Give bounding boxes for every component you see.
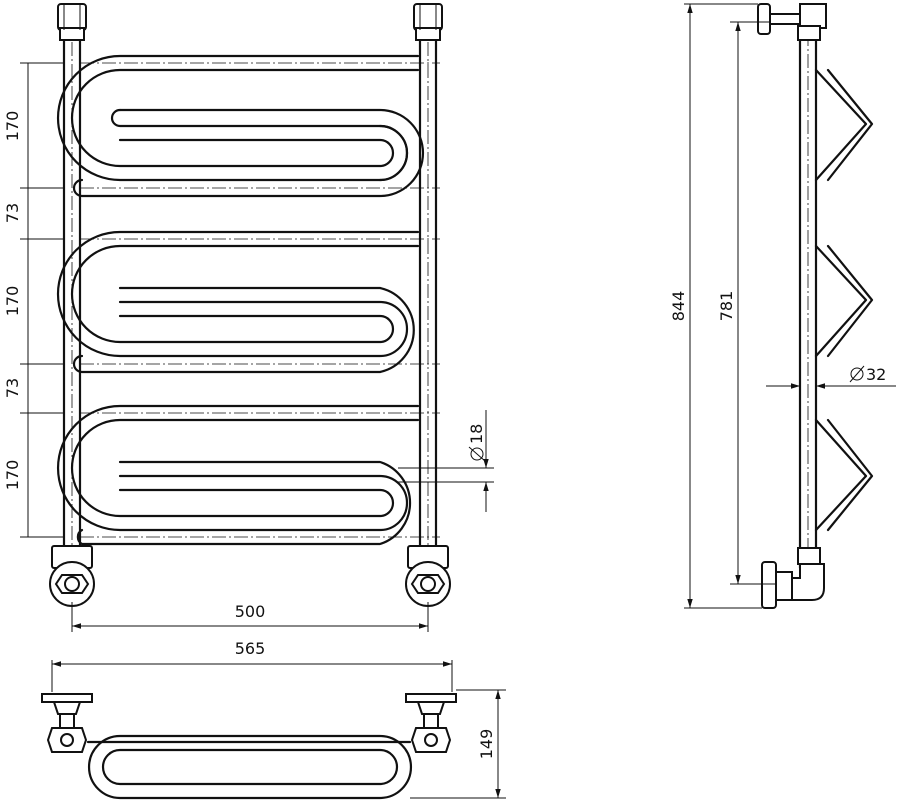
vertical-dimension-chain: 170 73 170 73 170 — [3, 62, 64, 538]
post-diameter-dimension: 32 — [766, 365, 896, 389]
side-view: 844 781 32 — [669, 3, 896, 609]
dimension-565: 565 — [51, 639, 453, 692]
dim-73-upper: 73 — [3, 203, 22, 223]
serpentine-tube-middle — [56, 230, 440, 374]
dim-170-top: 170 — [3, 111, 22, 142]
bottom-right-fitting — [405, 545, 451, 607]
side-top-fitting — [757, 3, 827, 41]
dim-tube-18: 18 — [467, 424, 486, 444]
right-post — [418, 20, 438, 600]
serpentine-tube-lower — [56, 404, 440, 546]
top-view-loop — [86, 734, 413, 800]
top-left-fitting — [57, 3, 87, 41]
dimension-149: 149 — [410, 689, 506, 799]
dim-781: 781 — [717, 291, 736, 322]
side-tube-profile — [814, 68, 874, 532]
bottom-left-fitting — [49, 545, 95, 607]
dim-170-bottom: 170 — [3, 460, 22, 491]
serpentine-tube-upper — [56, 54, 440, 198]
dim-post-32: 32 — [866, 365, 886, 384]
tube-diameter-dimension: 18 — [398, 410, 494, 512]
dim-565: 565 — [235, 639, 266, 658]
dim-500: 500 — [235, 602, 266, 621]
dimension-500: 500 — [71, 602, 429, 632]
side-bottom-fitting — [761, 547, 825, 609]
dim-170-middle: 170 — [3, 286, 22, 317]
top-view: 565 149 — [41, 639, 506, 800]
dim-73-lower: 73 — [3, 378, 22, 398]
dimension-781: 781 — [717, 21, 776, 585]
dim-149: 149 — [477, 729, 496, 760]
top-right-wall-bracket — [405, 693, 457, 753]
dimension-844: 844 — [669, 3, 762, 609]
top-left-wall-bracket — [41, 693, 93, 753]
dim-844: 844 — [669, 291, 688, 322]
front-view: 170 73 170 73 170 18 500 — [3, 3, 494, 632]
top-right-fitting — [413, 3, 443, 41]
